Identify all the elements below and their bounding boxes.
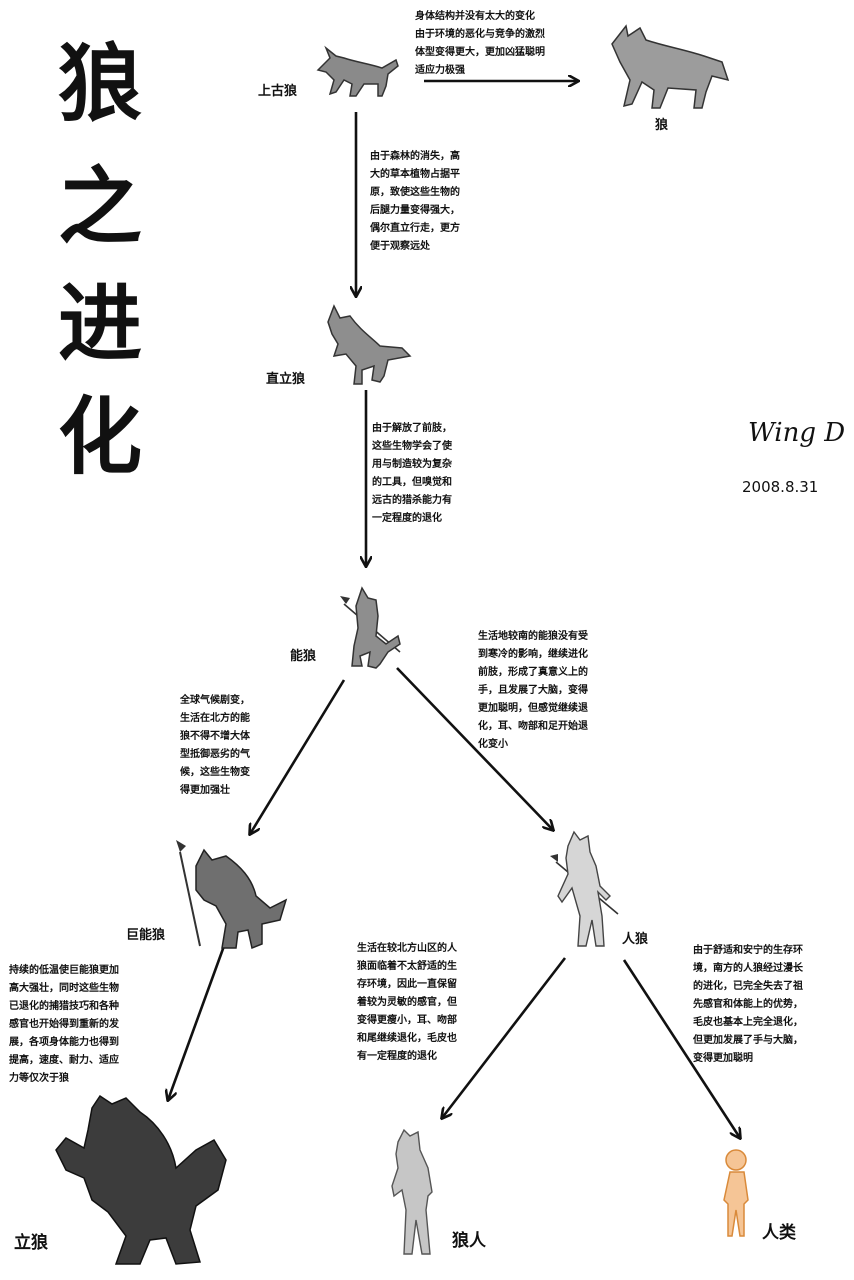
label-upright-wolf: 直立狼	[266, 372, 306, 387]
arrow-humanwolf-to-wolfman	[442, 957, 567, 1118]
human-figure	[723, 1149, 749, 1237]
title-char-4: 化	[57, 387, 142, 486]
label-capable-wolf: 能狼	[290, 649, 317, 664]
artist-signature: Wing D	[748, 418, 846, 448]
label-humanwolf: 人狼	[622, 932, 649, 947]
giant-wolf-figure	[176, 840, 288, 950]
title-char-2: 之	[57, 157, 142, 256]
label-wolf: 狼	[655, 118, 669, 133]
note-to-humanwolf: 生活地较南的能狼没有受 到寒冷的影响，继续进化 前肢，形成了真意义上的 手，且发…	[478, 631, 588, 750]
label-human: 人类	[762, 1223, 796, 1243]
title-char-3: 进	[57, 274, 142, 373]
arrow-capable-to-humanwolf	[396, 667, 553, 830]
note-to-capable: 由于解放了前肢， 这些生物学会了使 用与制造较为复杂 的工具，但嗅觉和 远古的猎…	[372, 423, 452, 524]
note-to-wolfman: 生活在较北方山区的人 狼面临着不太舒适的生 存环境，因此一直保留 着较为灵敏的感…	[357, 943, 457, 1062]
note-to-standing: 持续的低温使巨能狼更加 高大强壮，同时这些生物 已退化的捕猎技巧和各种 感官也开…	[9, 965, 119, 1084]
ancient-wolf-figure	[316, 45, 399, 97]
date-label: 2008.8.31	[742, 478, 819, 496]
title-char-1: 狼	[57, 34, 142, 133]
arrow-humanwolf-to-human	[622, 959, 740, 1138]
note-to-giant: 全球气候剧变， 生活在北方的能 狼不得不增大体 型抵御恶劣的气 候，这些生物变 …	[180, 695, 250, 796]
upright-wolf-figure	[327, 304, 412, 385]
note-to-wolf: 身体结构并没有太大的变化 由于环境的恶化与竞争的激烈 体型变得更大，更加凶猛聪明…	[415, 11, 545, 76]
label-ancient-wolf: 上古狼	[258, 84, 298, 99]
capable-wolf-figure	[340, 586, 401, 669]
note-to-upright: 由于森林的消失，高 大的草本植物占据平 原，致使这些生物的 后腿力量变得强大， …	[370, 151, 460, 252]
arrow-capable-to-giant	[250, 679, 346, 834]
note-to-human: 由于舒适和安宁的生存环 境，南方的人狼经过漫长 的进化，已完全失去了祖 先感官和…	[693, 945, 803, 1064]
wolfman-figure	[391, 1128, 433, 1255]
label-standing-wolf: 立狼	[14, 1233, 48, 1253]
humanwolf-figure	[550, 830, 619, 947]
wolf-figure	[611, 24, 730, 109]
label-giant-wolf: 巨能狼	[126, 928, 166, 943]
label-wolfman: 狼人	[452, 1231, 486, 1251]
standing-wolf-figure	[55, 1094, 227, 1265]
arrow-giant-to-standing	[168, 945, 226, 1100]
